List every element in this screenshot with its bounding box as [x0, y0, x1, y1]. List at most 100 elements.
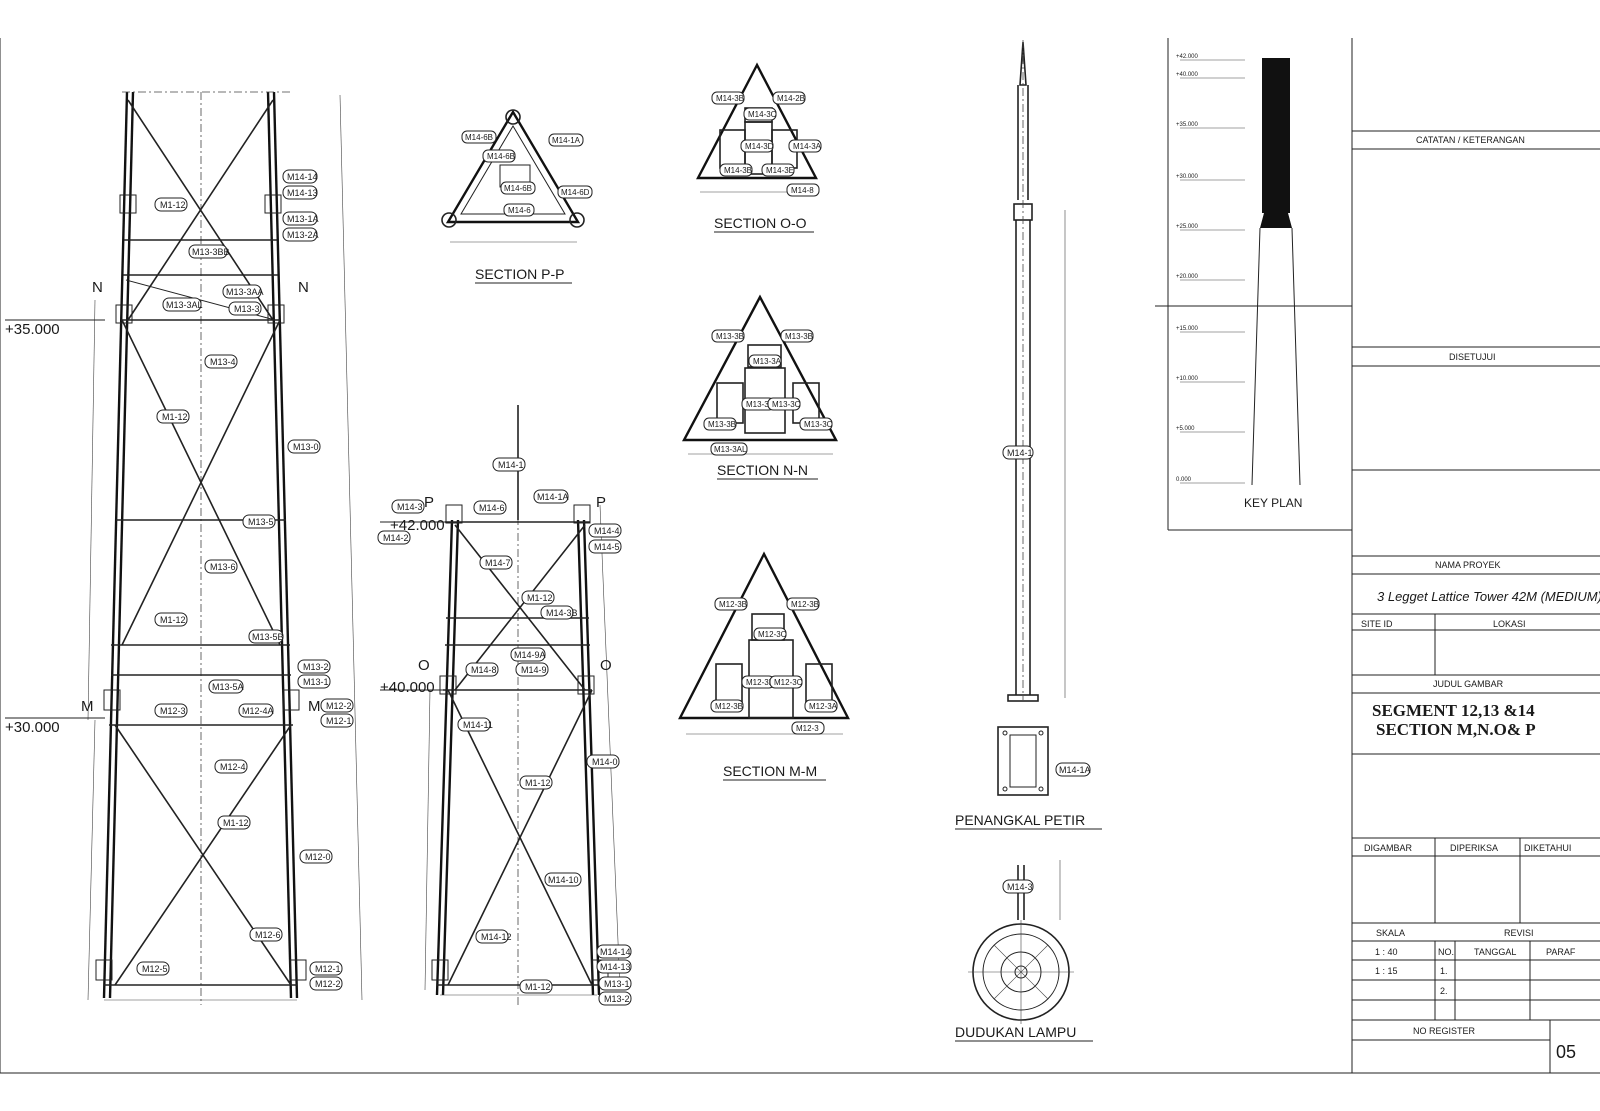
svg-text:M13-3BB: M13-3BB	[192, 247, 230, 257]
member-tag: M14-1	[492, 457, 526, 472]
tb-judul-line2: SECTION M,N.O& P	[1376, 720, 1536, 739]
member-tag: M14-2	[377, 530, 411, 545]
svg-text:M14-6: M14-6	[479, 503, 505, 513]
svg-text:M13-5B: M13-5B	[252, 632, 284, 642]
tb-rev-row-1: 1.	[1440, 966, 1448, 976]
member-tag: M12-3C	[769, 675, 803, 689]
member-tag: M14-1A	[548, 133, 584, 147]
svg-text:+5.000: +5.000	[1176, 426, 1195, 432]
svg-text:M14-3D: M14-3D	[745, 142, 774, 151]
svg-text:+15.000: +15.000	[1176, 326, 1199, 332]
svg-text:M14-6B: M14-6B	[504, 184, 532, 193]
member-tag: M14-7	[479, 555, 513, 570]
member-tag: M14-1	[1002, 445, 1034, 460]
tb-scale-2: 1 : 15	[1375, 966, 1398, 976]
member-tag: M12-1	[320, 713, 354, 728]
svg-text:+30.000: +30.000	[1176, 174, 1199, 180]
elevation-label-35: +35.000	[5, 321, 60, 338]
member-tag: M14-3A	[788, 139, 822, 153]
svg-text:M12-0: M12-0	[305, 852, 331, 862]
svg-text:M14-3A: M14-3A	[793, 142, 822, 151]
member-tag: M13-2	[598, 991, 632, 1006]
svg-text:M13-3AL: M13-3AL	[714, 445, 747, 454]
tb-rev-row-2: 2.	[1440, 986, 1448, 996]
member-tag: M14-13	[282, 185, 318, 200]
svg-text:M14-3C: M14-3C	[748, 110, 777, 119]
member-tag: M14-3	[1002, 879, 1034, 894]
svg-text:M13-3AL: M13-3AL	[166, 300, 203, 310]
svg-text:M14-3B: M14-3B	[716, 94, 744, 103]
svg-text:M12-3A: M12-3A	[809, 702, 838, 711]
svg-text:M14-6B: M14-6B	[465, 133, 493, 142]
svg-text:M13-1: M13-1	[604, 979, 630, 989]
svg-text:M12-3: M12-3	[796, 724, 819, 733]
member-tag: M14-0	[586, 754, 620, 769]
svg-text:M13-5: M13-5	[248, 517, 274, 527]
section-nn-title: SECTION N-N	[717, 462, 808, 478]
svg-text:M13-2: M13-2	[303, 662, 329, 672]
svg-text:M1-12: M1-12	[525, 982, 551, 992]
svg-text:M13-3C: M13-3C	[804, 420, 833, 429]
tb-sheet-number: 05	[1556, 1042, 1576, 1062]
svg-text:M14-2: M14-2	[383, 533, 409, 543]
svg-text:M13-2A: M13-2A	[287, 230, 319, 240]
member-tag: M13-6	[204, 559, 238, 574]
member-tag: M13-3BB	[188, 244, 230, 259]
member-tag: M13-3AL	[710, 442, 748, 456]
member-tag: M1-12	[519, 979, 553, 994]
svg-text:+40.000: +40.000	[1176, 72, 1199, 78]
tb-judul-line1: SEGMENT 12,13 &14	[1372, 701, 1535, 720]
svg-text:M12-3D: M12-3D	[746, 678, 775, 687]
svg-text:M13-1: M13-1	[303, 677, 329, 687]
member-tag: M14-6D	[557, 185, 593, 199]
cut-mark-p-right: P	[596, 494, 606, 511]
member-tag: M13-3B	[703, 417, 737, 431]
member-tag: M14-14	[596, 944, 632, 959]
tb-nama-proyek-label: NAMA PROYEK	[1435, 560, 1501, 570]
svg-text:M14-8: M14-8	[471, 665, 497, 675]
lamp-mount-title: DUDUKAN LAMPU	[955, 1024, 1076, 1040]
cut-mark-n-left: N	[92, 279, 103, 296]
key-plan: +42.000 +40.000 +35.000 +30.000 +25.000 …	[1155, 38, 1352, 531]
section-mm-tags: M12-3B M12-3B M12-3C M12-3B M12-3D M12-3…	[710, 597, 838, 735]
svg-text:M14-5: M14-5	[594, 542, 620, 552]
cut-mark-m-right: M	[308, 698, 321, 715]
member-tag: M13-2	[297, 659, 331, 674]
member-tag: M13-3AA	[222, 284, 264, 299]
section-oo-tags: M14-3B M14-2B M14-3C M14-3D M14-3B M14-3…	[711, 91, 822, 197]
member-tag: M13-5B	[248, 629, 284, 644]
tb-catatan-label: CATATAN / KETERANGAN	[1416, 135, 1525, 145]
svg-text:M13-3C: M13-3C	[772, 400, 801, 409]
member-tag: M12-3B	[714, 597, 748, 611]
svg-text:M14-2B: M14-2B	[777, 94, 805, 103]
member-tag: M14-13	[596, 959, 632, 974]
section-nn-tags: M13-3B M13-3B M13-3A M13-3B M13-3D M13-3…	[703, 329, 833, 456]
member-tag: M14-6B	[461, 130, 497, 144]
member-tag: M1-12	[154, 612, 188, 627]
svg-text:M13-3AA: M13-3AA	[226, 287, 264, 297]
member-tag: M12-3B	[710, 699, 744, 713]
member-tag: M1-12	[519, 775, 553, 790]
member-tag: M14-6B	[482, 149, 516, 163]
tb-lokasi-label: LOKASI	[1493, 619, 1526, 629]
member-tag: M14-9	[515, 662, 549, 677]
svg-text:M13-1A: M13-1A	[287, 214, 319, 224]
member-tag: M1-12	[217, 815, 251, 830]
svg-text:M14-13: M14-13	[600, 962, 631, 972]
member-tag: M13-1	[598, 976, 632, 991]
cut-mark-p-left: P	[424, 494, 434, 511]
member-tag: M13-3A	[748, 354, 782, 368]
svg-text:M12-2: M12-2	[326, 701, 352, 711]
section-mm-title: SECTION M-M	[723, 763, 817, 779]
tb-revisi-label: REVISI	[1504, 928, 1534, 938]
svg-text:+25.000: +25.000	[1176, 224, 1199, 230]
member-tag: M12-2	[320, 698, 354, 713]
sheet-frame	[0, 38, 1600, 1074]
lightning-rod-drawing	[997, 40, 1066, 796]
tb-scale-1: 1 : 40	[1375, 947, 1398, 957]
member-tag: M1-12	[156, 409, 190, 424]
cut-mark-n-right: N	[298, 279, 309, 296]
member-tag: M13-1A	[282, 211, 319, 226]
svg-text:M1-12: M1-12	[162, 412, 188, 422]
svg-text:M13-3B: M13-3B	[708, 420, 736, 429]
